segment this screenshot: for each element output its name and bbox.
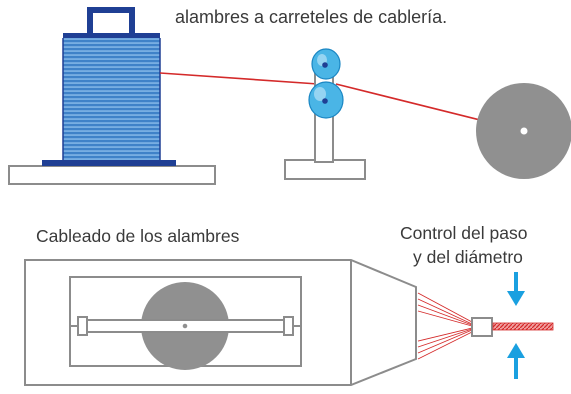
wire-segment-1 [159, 72, 319, 85]
spool-top-flange [63, 33, 160, 38]
arrow-up-icon [507, 343, 525, 379]
top-caption: alambres a carreteles de cablería. [175, 7, 447, 27]
spool-bottom-flange [42, 160, 176, 166]
arrow-down-icon [507, 272, 525, 306]
wire-spool [63, 38, 160, 162]
control-caption-line2: y del diámetro [413, 247, 523, 267]
control-caption-line1: Control del paso [400, 223, 527, 243]
shaft-end-right [283, 316, 294, 336]
shaft-end-left [77, 316, 88, 336]
cabling-caption: Cableado de los alambres [36, 226, 240, 246]
spool-base-platform [8, 165, 216, 185]
guide-rollers [308, 48, 344, 119]
forming-die [471, 317, 493, 337]
stranded-cable-output [492, 322, 554, 331]
converging-wires [417, 292, 473, 360]
spool-handle [87, 7, 135, 34]
